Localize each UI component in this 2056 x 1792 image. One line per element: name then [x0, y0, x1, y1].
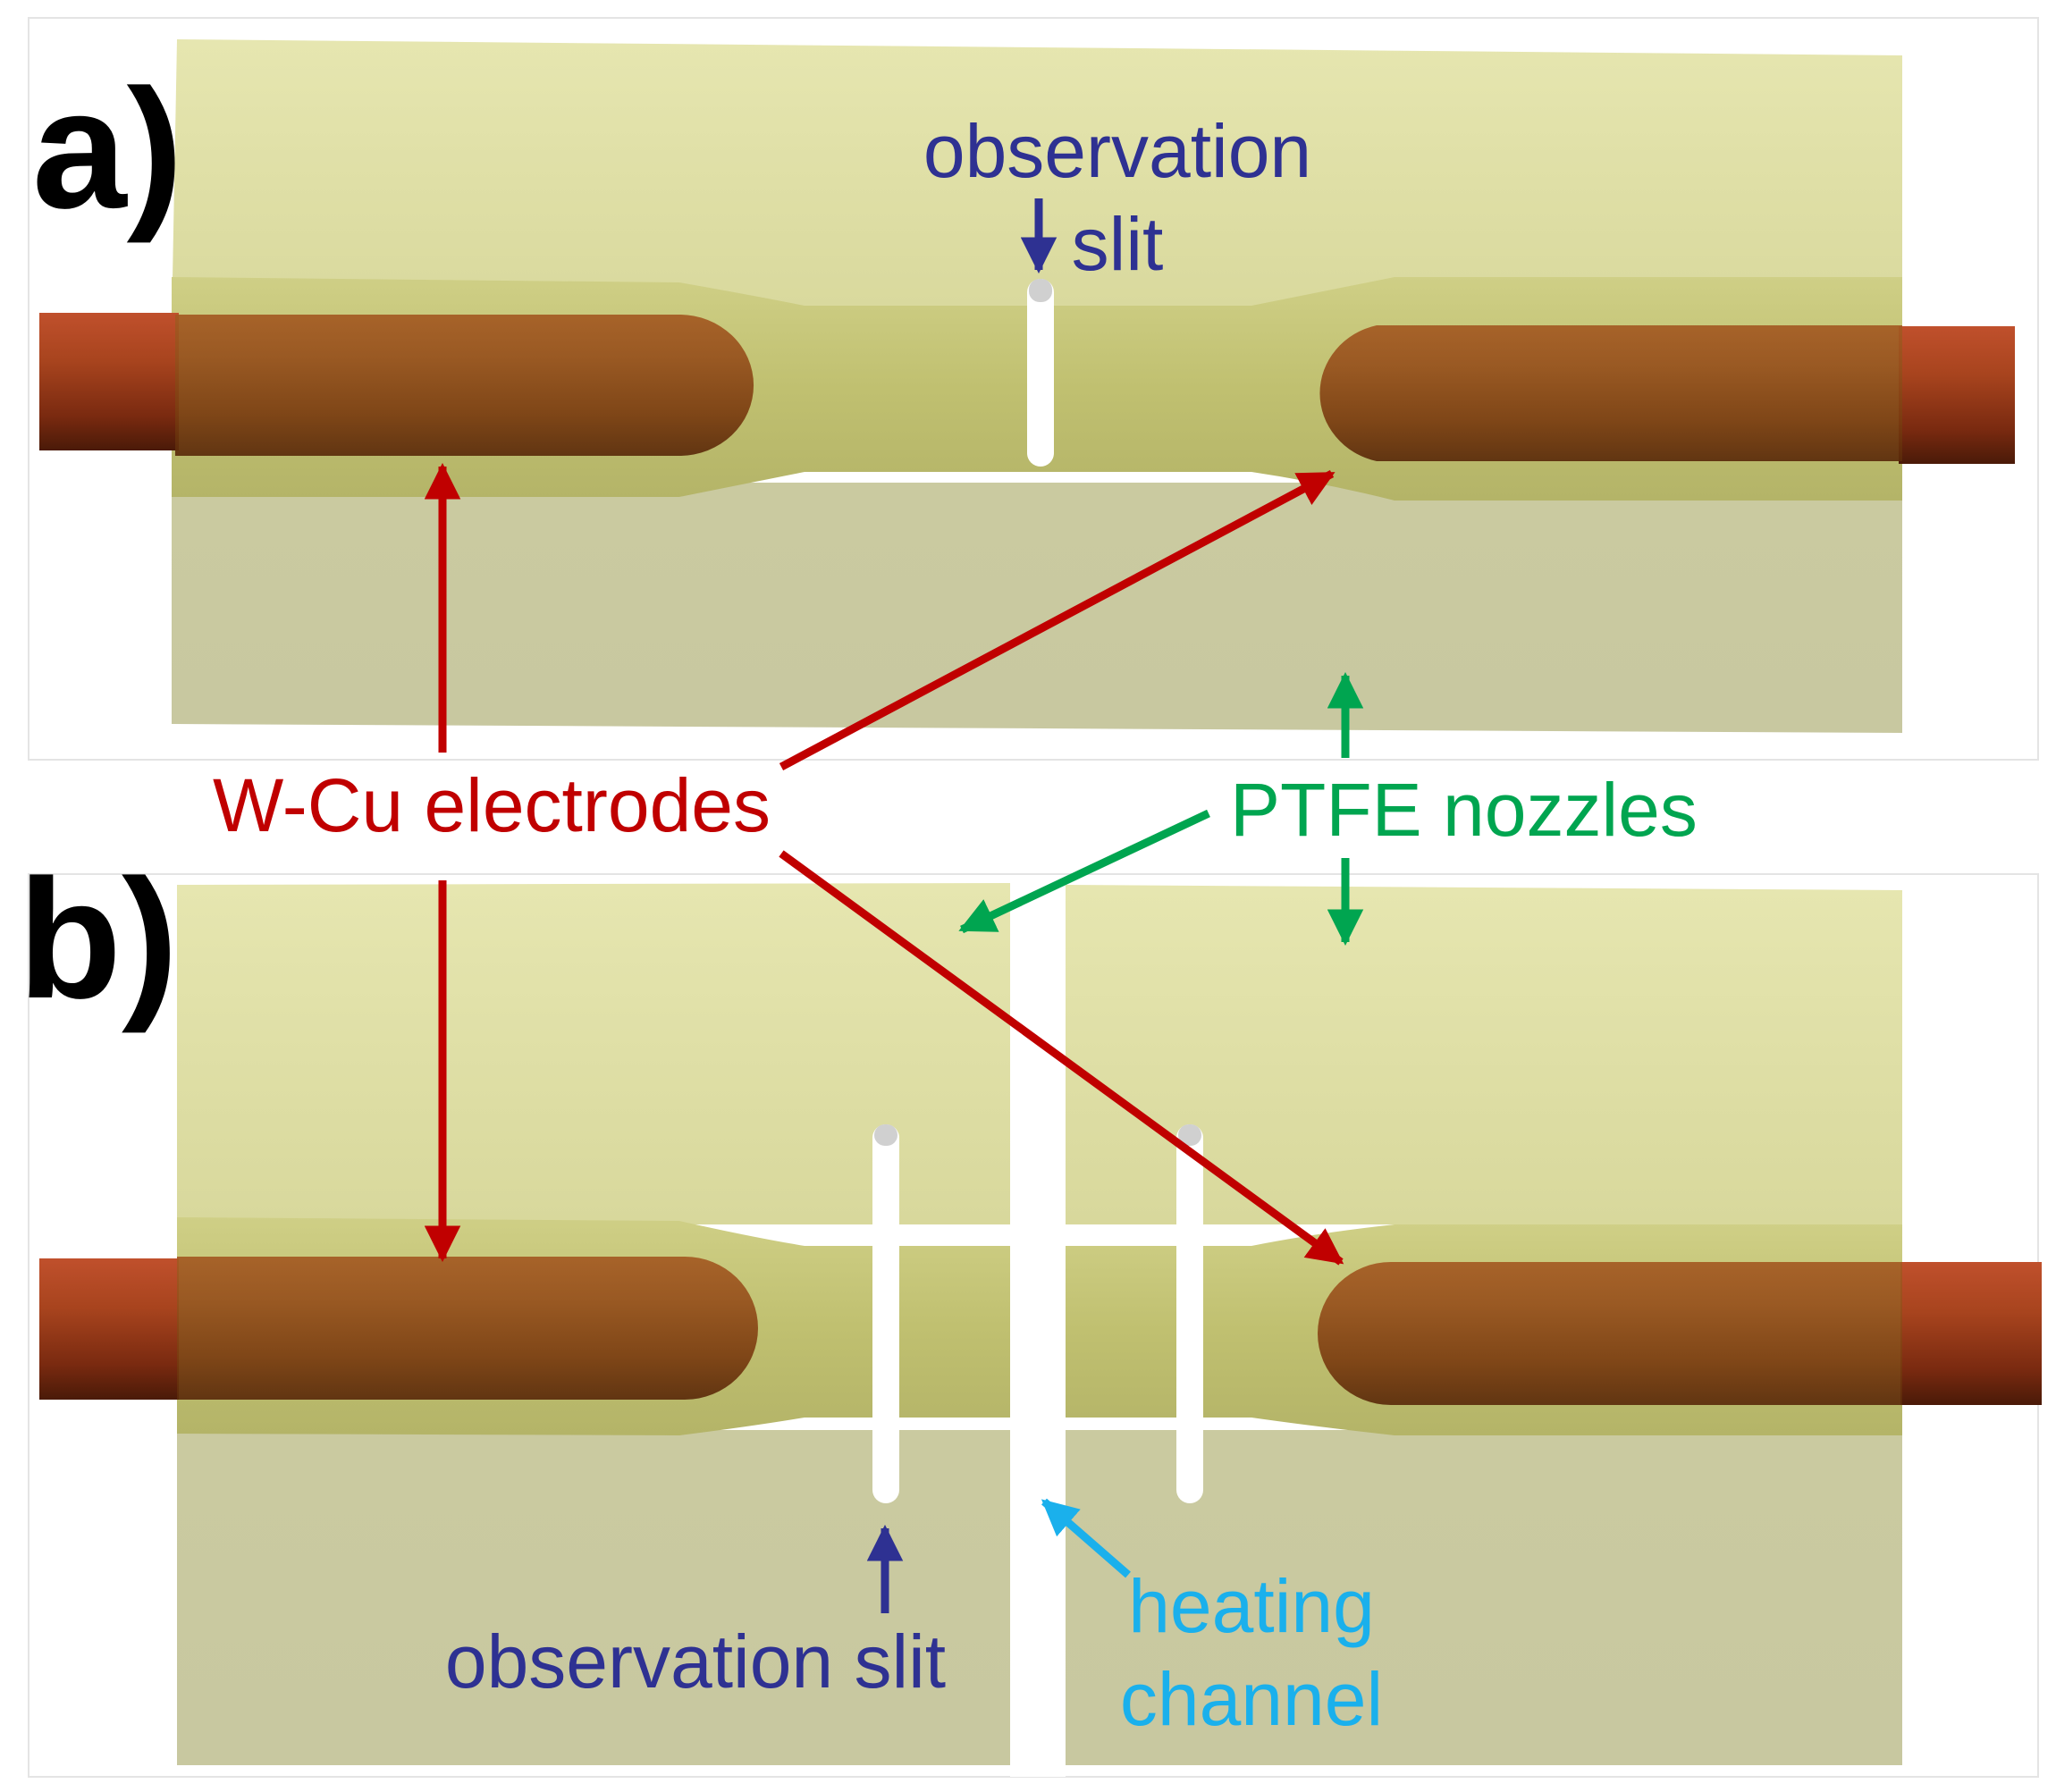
panel-a-electrode-left-stub [39, 313, 179, 450]
panel-b-electrode-left [177, 1257, 758, 1400]
panel-b-electrode-right-stub [1900, 1262, 2042, 1405]
electrode-arrow-b-right [779, 850, 1344, 1266]
panel-b-letter: b) [18, 845, 178, 1034]
nozzle-arrow-b-left [958, 809, 1210, 934]
panel-a-letter: a) [32, 55, 183, 244]
panel-b-heating-channel [1010, 876, 1066, 1777]
panel-a-frame [28, 17, 2039, 761]
panel-b: b) observation slit heating channel [18, 845, 2042, 1778]
panel-b-nozzle-right-lower [1066, 1430, 1902, 1765]
panel-a-electrode-left [175, 315, 754, 456]
heating-channel-label-line1: heating [1128, 1564, 1375, 1648]
panel-a-nozzle-lower [172, 483, 1902, 733]
electrodes-label: W-Cu electrodes [213, 763, 771, 847]
panel-b-nozzle-left-upper [177, 883, 1010, 1224]
nozzles-label: PTFE nozzles [1230, 768, 1698, 852]
panel-b-slit-left-shading [874, 1124, 897, 1146]
panel-b-nozzle-left-lower [177, 1430, 1010, 1765]
panel-a: a) observation slit [28, 17, 2039, 761]
panel-b-electrode-right [1318, 1262, 1902, 1405]
panel-a-slit-shading [1029, 279, 1052, 302]
panel-b-observation-slit-left [872, 1124, 899, 1503]
panel-b-slit-right-shading [1178, 1124, 1201, 1146]
panel-b-nozzle-right-upper [1066, 885, 1902, 1224]
panel-a-electrode-right [1319, 325, 1902, 461]
panel-a-electrode-right-stub [1899, 326, 2015, 464]
heating-channel-arrow [1041, 1498, 1131, 1578]
panel-a-observation-slit [1027, 279, 1054, 467]
panel-b-slit-label: observation slit [445, 1620, 946, 1704]
panel-a-nozzle-upper [172, 39, 1902, 326]
electrode-arrow-a-right [779, 470, 1336, 770]
panel-b-electrode-left-stub [39, 1258, 179, 1400]
panel-a-slit-label-line1: observation [923, 109, 1311, 193]
panel-b-observation-slit-right [1176, 1124, 1203, 1503]
heating-channel-label-line2: channel [1120, 1657, 1383, 1741]
panel-a-slit-label-line2: slit [1072, 202, 1164, 286]
